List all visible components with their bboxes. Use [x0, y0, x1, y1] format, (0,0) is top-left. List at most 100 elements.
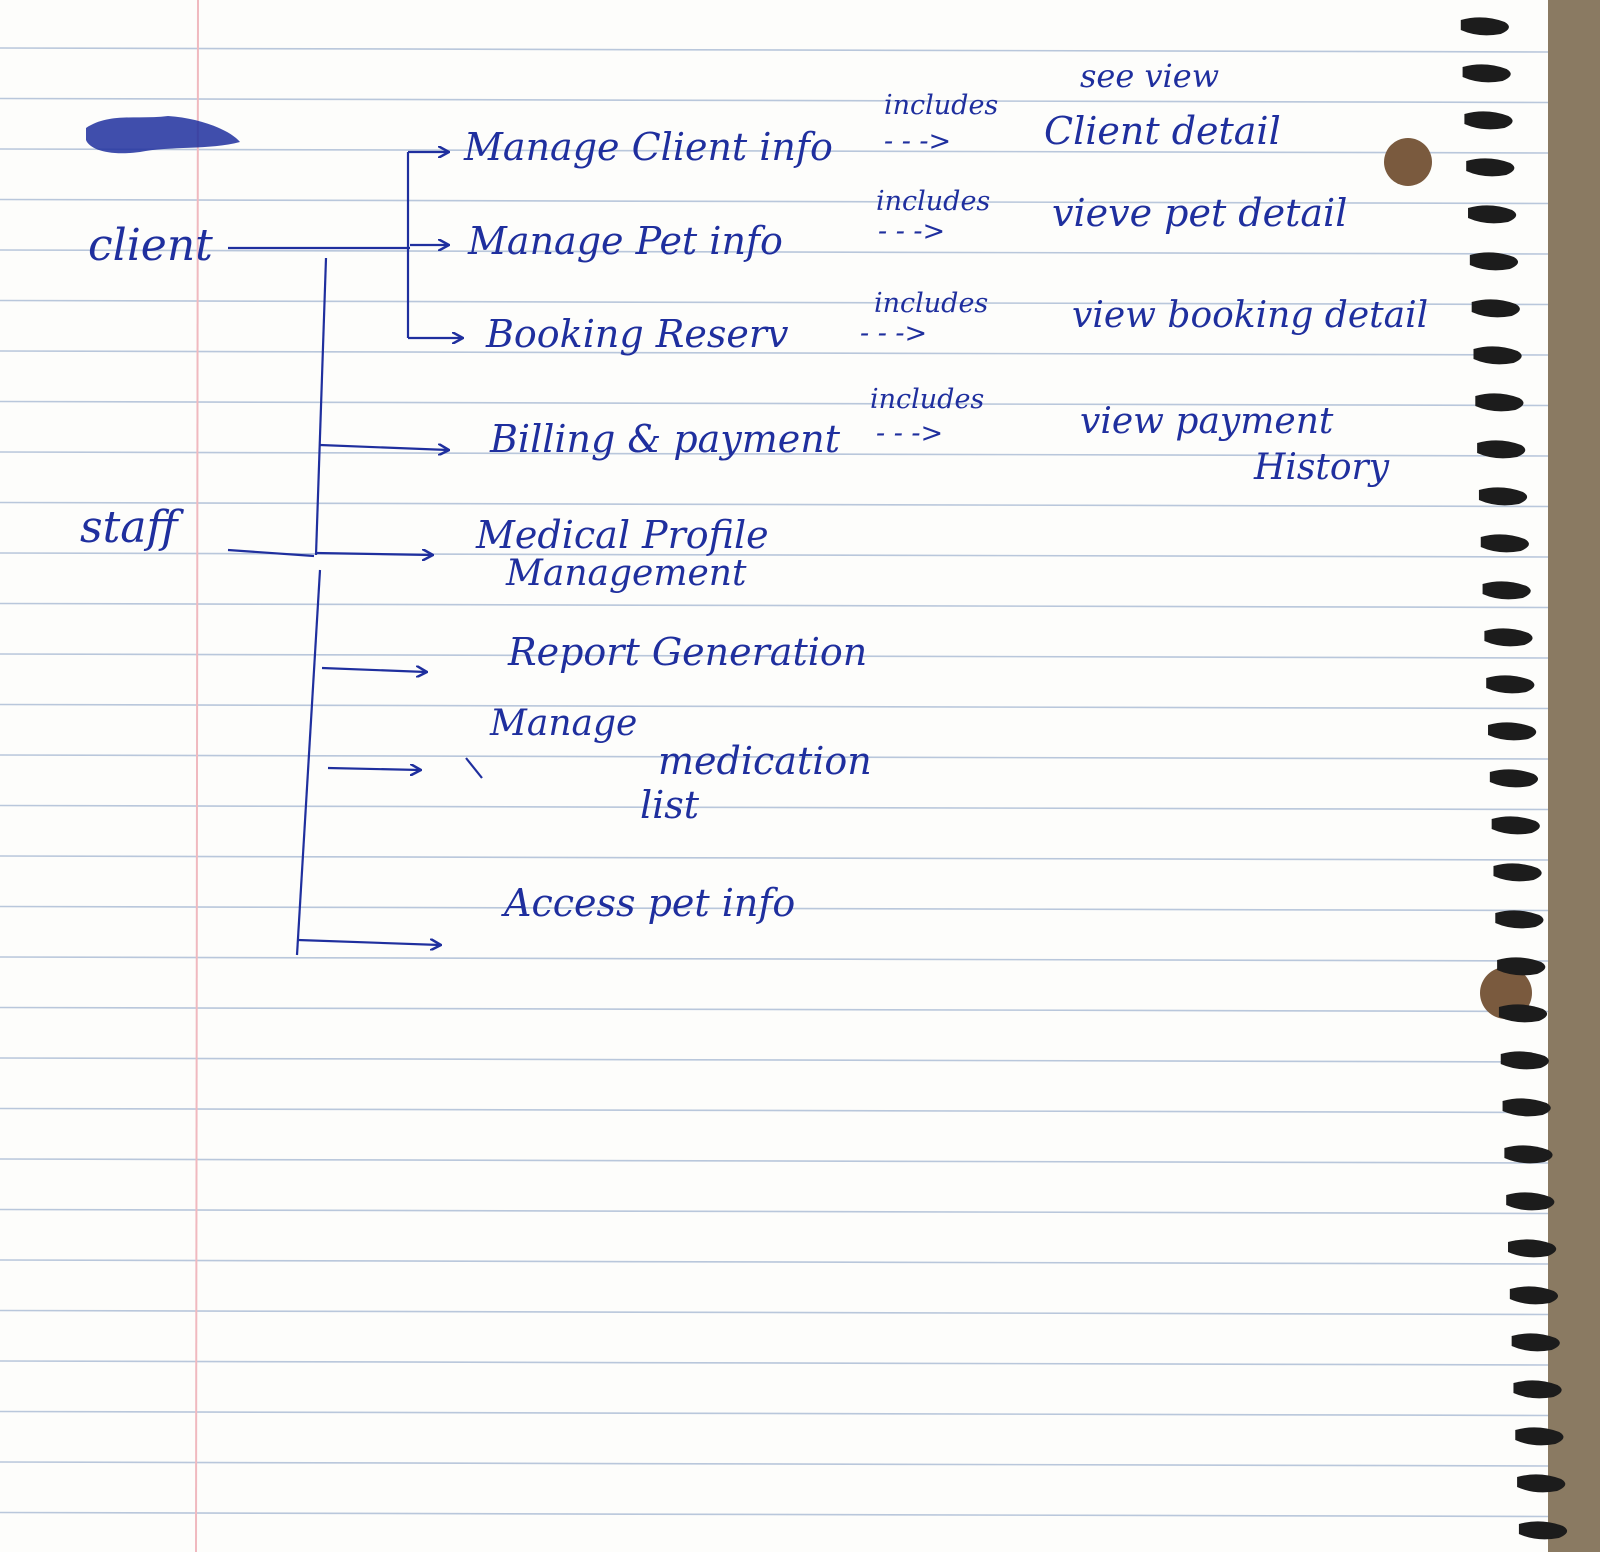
- include-arrow-1: - - ->: [884, 126, 952, 157]
- spiral-coil-icon: [1508, 1239, 1557, 1258]
- rule-line: [0, 1259, 1549, 1265]
- rule-line: [0, 249, 1549, 255]
- rule-line: [0, 299, 1549, 306]
- included-payment-history-1: view payment: [1080, 401, 1334, 442]
- use-case-medical-profile-management: Management: [506, 553, 747, 594]
- spiral-coil-icon: [1469, 252, 1519, 271]
- rule-line: [0, 804, 1549, 811]
- arrow-billing: [319, 445, 448, 450]
- rule-line: [0, 754, 1549, 760]
- included-pet-detail: vieve pet detail: [1052, 191, 1348, 235]
- rule-line: [0, 1057, 1549, 1063]
- rule-line: [0, 400, 1549, 407]
- staff-line: [227, 548, 315, 558]
- scribble-icon: [86, 116, 240, 154]
- rule-line: [0, 1107, 1549, 1114]
- spiral-coil-icon: [1493, 863, 1542, 882]
- spiral-coil-icon: [1486, 675, 1535, 694]
- use-case-billing-payment: Billing & payment: [490, 417, 841, 461]
- spiral-coil-icon: [1475, 393, 1524, 412]
- spiral-coil-icon: [1497, 957, 1546, 976]
- arrow-medication: [327, 768, 420, 770]
- rule-line: [0, 653, 1549, 659]
- spiral-coil-icon: [1502, 1098, 1551, 1117]
- punch-hole-icon: [1384, 138, 1432, 186]
- spiral-coil-icon: [1484, 628, 1533, 647]
- rule-line: [0, 1461, 1549, 1467]
- arrow-access: [297, 940, 440, 945]
- spiral-coil-icon: [1515, 1427, 1564, 1446]
- included-booking-detail: view booking detail: [1072, 295, 1429, 336]
- use-case-manage-medication-list: list: [640, 783, 700, 827]
- rule-line: [0, 501, 1549, 508]
- include-label-3: includes: [874, 288, 989, 319]
- rule-line: [0, 1360, 1549, 1366]
- include-label-4: includes: [870, 384, 985, 415]
- rule-line: [0, 1511, 1549, 1518]
- spiral-coil-icon: [1480, 534, 1529, 553]
- rule-line: [0, 350, 1549, 356]
- spiral-coil-icon: [1478, 487, 1528, 506]
- spiral-coil-icon: [1504, 1145, 1553, 1164]
- use-case-medical-profile: Medical Profile: [476, 513, 769, 557]
- rule-line: [0, 97, 1549, 104]
- spiral-coil-icon: [1464, 111, 1513, 130]
- rule-line: [0, 47, 1549, 53]
- include-arrow-2: - - ->: [878, 216, 946, 247]
- spiral-coil-icon: [1513, 1380, 1562, 1399]
- spiral-coil-icon: [1460, 17, 1509, 36]
- rule-line: [0, 1309, 1549, 1316]
- medication-tick: [465, 757, 483, 779]
- connectors: [227, 152, 483, 956]
- use-case-manage-medication-medication: medication: [658, 739, 872, 783]
- spiral-coil-icon: [1482, 581, 1531, 600]
- rule-line: [0, 1208, 1549, 1215]
- rule-line: [0, 198, 1549, 205]
- use-case-manage-medication-manage: Manage: [490, 703, 638, 744]
- spiral-coil-icon: [1498, 1004, 1548, 1023]
- rule-line: [0, 1006, 1549, 1013]
- cover-edge: [1548, 0, 1600, 1552]
- actor-client: client: [88, 220, 213, 271]
- rule-line: [0, 1410, 1549, 1417]
- rule-line: [0, 451, 1549, 457]
- rule-line: [0, 148, 1549, 154]
- spiral-coil-icon: [1511, 1333, 1560, 1352]
- spiral-coil-icon: [1518, 1521, 1568, 1540]
- spiral-binding-icon: [1460, 17, 1568, 1540]
- include-label-1: includes: [884, 90, 999, 121]
- rule-line: [0, 703, 1549, 710]
- spiral-coil-icon: [1466, 158, 1515, 177]
- rule-line: [0, 905, 1549, 912]
- spiral-coil-icon: [1471, 299, 1520, 318]
- include-arrow-4: - - ->: [876, 418, 944, 449]
- spiral-coil-icon: [1468, 205, 1517, 224]
- included-payment-history-2: History: [1254, 447, 1390, 488]
- spiral-coil-icon: [1506, 1192, 1555, 1211]
- spiral-coil-icon: [1495, 910, 1544, 929]
- spiral-coil-icon: [1462, 64, 1511, 83]
- rule-line: [0, 956, 1549, 962]
- rule-line: [0, 1158, 1549, 1164]
- trunk-upper: [314, 257, 328, 556]
- include-label-2: includes: [876, 186, 991, 217]
- use-case-manage-pet-info: Manage Pet info: [468, 219, 783, 263]
- spiral-coil-icon: [1500, 1051, 1549, 1070]
- margin-line: [195, 0, 199, 1552]
- spiral-coil-icon: [1477, 440, 1526, 459]
- spiral-coil-icon: [1491, 816, 1540, 835]
- trunk-lower: [295, 569, 322, 956]
- arrow-medical: [315, 553, 432, 555]
- include-arrow-3: - - ->: [860, 318, 928, 349]
- spiral-coil-icon: [1509, 1286, 1558, 1305]
- spiral-coil-icon: [1473, 346, 1522, 365]
- spiral-coil-icon: [1488, 722, 1537, 741]
- rule-line: [0, 855, 1549, 861]
- rule-line: [0, 552, 1549, 558]
- use-case-manage-client-info: Manage Client info: [464, 125, 833, 169]
- use-case-booking-reserv: Booking Reserv: [486, 312, 789, 356]
- rule-line: [0, 602, 1549, 609]
- included-client-detail: Client detail: [1044, 109, 1281, 153]
